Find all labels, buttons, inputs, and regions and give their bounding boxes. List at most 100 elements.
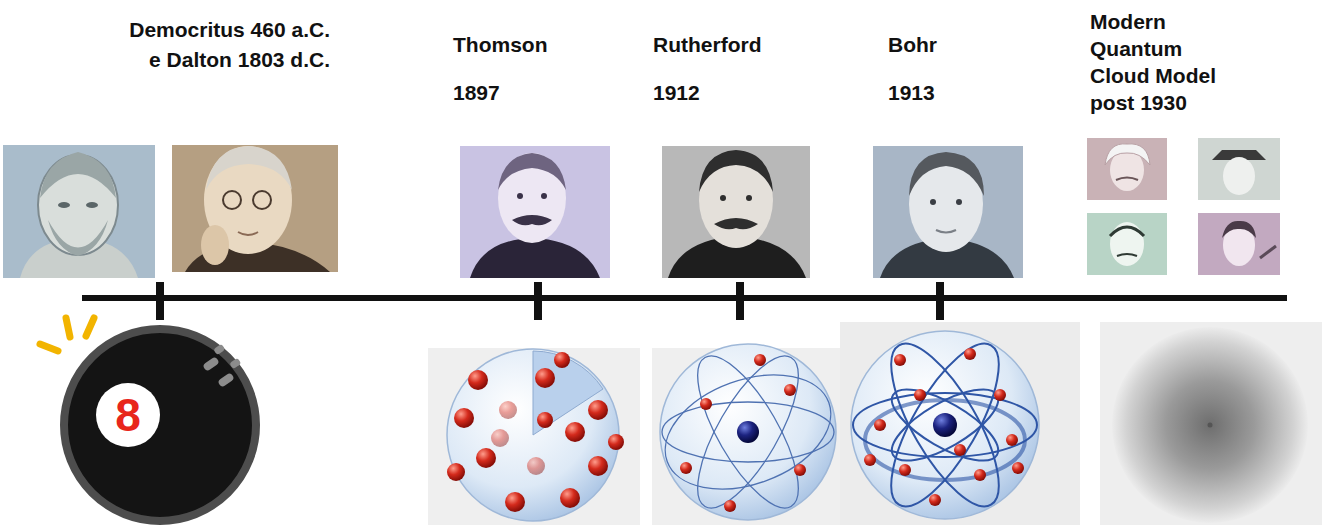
electron (454, 408, 474, 428)
hand (1260, 246, 1276, 258)
portrait-ground (1198, 138, 1280, 200)
timeline-tick (736, 282, 744, 320)
portrait-ground (460, 146, 610, 278)
glasses (223, 191, 241, 209)
scientist-name: Thomson (453, 32, 548, 58)
plum-pudding-model (428, 348, 640, 525)
bust-hair (40, 152, 116, 198)
electron (588, 400, 608, 420)
orbit (871, 329, 1018, 520)
hair (498, 153, 566, 190)
model-ground (1100, 322, 1322, 525)
orbit (649, 354, 846, 511)
portrait-ground (873, 146, 1023, 278)
hair (206, 146, 292, 190)
scientist-name: Bohr (888, 32, 937, 58)
electrons (447, 352, 624, 512)
scientist-name: Rutherford (653, 32, 762, 58)
face (1110, 222, 1144, 266)
electron (994, 389, 1006, 401)
hair (1110, 227, 1144, 236)
electron (1012, 462, 1024, 474)
ball-highlight (229, 358, 241, 369)
spark (86, 318, 94, 336)
electron (505, 492, 525, 512)
orbit (679, 343, 817, 522)
electron (964, 348, 976, 360)
atom-sphere (851, 331, 1039, 519)
electron (535, 368, 555, 388)
portrait-ground (662, 146, 810, 278)
face (1223, 157, 1255, 195)
bohr-model (840, 322, 1080, 525)
ball-highlight (213, 344, 225, 355)
coat (470, 238, 600, 278)
model-ground (840, 322, 1080, 525)
rutherford-portrait (662, 146, 810, 278)
bust-eye (58, 202, 70, 208)
electrons (864, 348, 1024, 506)
portrait-ground (172, 145, 338, 272)
ball (64, 329, 256, 521)
electron (974, 469, 986, 481)
electron (874, 419, 886, 431)
electron (447, 463, 465, 481)
electron (914, 389, 926, 401)
electron (491, 429, 509, 447)
ball-number: 8 (115, 390, 141, 440)
orbit (882, 376, 1008, 474)
portrait-ground (1198, 213, 1280, 275)
electron (527, 457, 545, 475)
dalton-portrait (172, 145, 338, 272)
timeline-tick (534, 282, 542, 320)
orbits (853, 329, 1037, 520)
eye (956, 199, 962, 205)
portrait-ground (1087, 138, 1167, 200)
mouth (936, 230, 956, 233)
scientist-name: Democritus 460 a.C. (129, 17, 330, 43)
mustache (1116, 178, 1138, 181)
electron (608, 434, 624, 450)
orbit (679, 343, 817, 522)
mustache (512, 215, 552, 225)
electron (560, 488, 580, 508)
electron (468, 370, 488, 390)
eye (517, 193, 523, 199)
nucleus (1208, 423, 1213, 428)
electron (754, 354, 766, 366)
orbit (662, 402, 834, 462)
mouth (238, 232, 258, 235)
glasses (253, 191, 271, 209)
hair (909, 152, 984, 196)
orbit (853, 393, 1037, 457)
electron (537, 412, 553, 428)
bust-eye (86, 202, 98, 208)
electron (680, 462, 692, 474)
electrons (680, 354, 806, 512)
quantum-scientists-portraits (1087, 138, 1280, 275)
eye (720, 195, 726, 201)
year-label: 1913 (888, 80, 935, 106)
year-label: 1912 (653, 80, 700, 106)
ball-highlight (217, 372, 235, 388)
hair (1105, 144, 1150, 165)
bohr-portrait (873, 146, 1023, 278)
atom-sphere (660, 344, 836, 520)
billiard-ball-model (40, 318, 256, 521)
bust-beard (48, 220, 108, 256)
atom-sphere (447, 349, 619, 521)
electron (894, 354, 906, 366)
electron (954, 444, 966, 456)
hair (1222, 221, 1256, 238)
electron (784, 384, 796, 396)
timeline-line (82, 295, 1287, 301)
orbits (649, 343, 846, 522)
ball-number-disc (96, 383, 160, 447)
electron (899, 464, 911, 476)
timeline-tick (936, 282, 944, 320)
model-heading: Modern Quantum Cloud Model post 1930 (1090, 8, 1240, 116)
eye (746, 195, 752, 201)
electron (1006, 434, 1018, 446)
eye (930, 199, 936, 205)
electron (794, 464, 806, 476)
